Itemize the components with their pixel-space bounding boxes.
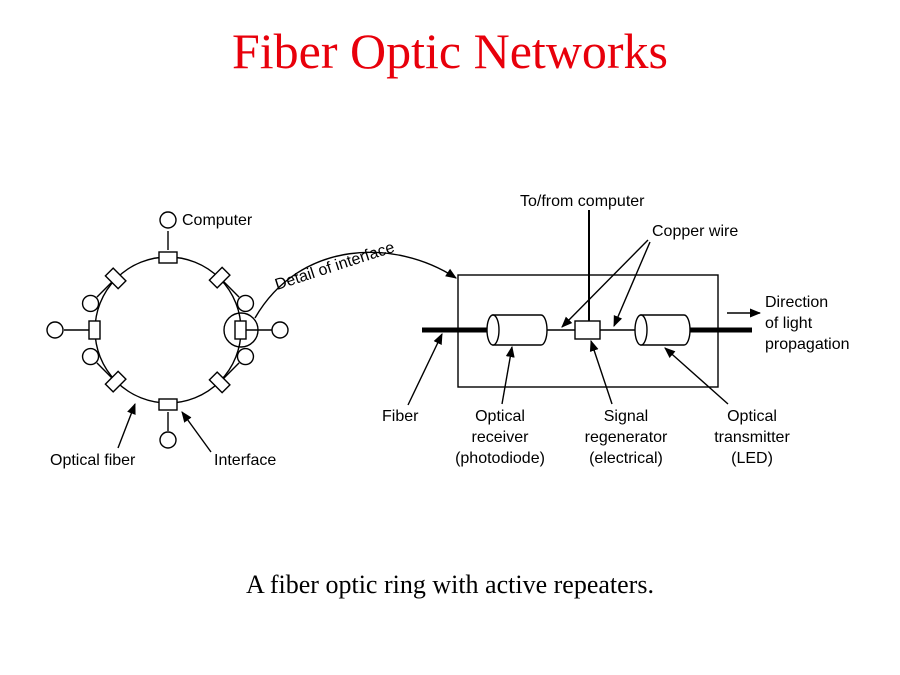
ring-node-bottom-left: [81, 347, 127, 393]
optical-transmitter-label: Optical transmitter (LED): [714, 408, 790, 467]
signal-regenerator-label: Signal regenerator (electrical): [585, 408, 668, 467]
optical-receiver-label: Optical receiver (photodiode): [455, 408, 545, 467]
optical-transmitter: [634, 314, 691, 346]
copper-wire-arrow-left: [561, 239, 649, 328]
computer-label: Computer: [182, 212, 253, 229]
direction-label-1: Direction: [765, 294, 828, 311]
detail-connector-arrow: [254, 251, 457, 319]
optical-receiver-arrow: [501, 345, 515, 405]
ring-node-left: [46, 320, 101, 340]
svg-text:transmitter: transmitter: [714, 429, 790, 446]
signal-regenerator-arrow: [589, 339, 613, 405]
fiber-label: Fiber: [382, 408, 419, 425]
interface-detail: To/from computer Copper wire Direction o…: [382, 193, 850, 467]
svg-text:(photodiode): (photodiode): [455, 450, 545, 467]
slide-title: Fiber Optic Networks: [231, 23, 669, 79]
svg-text:regenerator: regenerator: [585, 429, 668, 446]
interface-label: Interface: [214, 452, 276, 469]
to-from-computer-label: To/from computer: [520, 193, 645, 210]
ring-node-top: [158, 211, 178, 264]
detail-of-interface-label: Detail of interface: [273, 239, 397, 294]
copper-wire-arrow-right: [613, 241, 651, 328]
direction-label-2: of light: [765, 315, 813, 332]
svg-text:Optical: Optical: [475, 408, 525, 425]
ring-node-bottom: [158, 398, 178, 449]
svg-text:(LED): (LED): [731, 450, 773, 467]
svg-text:Optical: Optical: [727, 408, 777, 425]
svg-text:Signal: Signal: [604, 408, 648, 425]
slide-caption: A fiber optic ring with active repeaters…: [246, 570, 654, 599]
optical-fiber-arrow: [117, 402, 136, 449]
direction-label-3: propagation: [765, 336, 850, 353]
copper-wire-label: Copper wire: [652, 223, 738, 240]
optical-receiver: [486, 314, 548, 346]
svg-text:(electrical): (electrical): [589, 450, 663, 467]
fiber-arrow: [407, 332, 443, 406]
optical-fiber-label: Optical fiber: [50, 452, 136, 469]
ring-network: Computer Optical fiber Interface: [46, 211, 289, 469]
ring-node-bottom-right: [208, 347, 255, 394]
ring-node-top-right: [208, 266, 255, 313]
ring-node-right-detailed: [223, 312, 289, 348]
optical-transmitter-arrow: [664, 347, 729, 405]
interface-arrow: [181, 411, 212, 453]
signal-regenerator: [574, 320, 601, 340]
ring-node-top-left: [81, 267, 127, 313]
svg-text:receiver: receiver: [472, 429, 530, 446]
